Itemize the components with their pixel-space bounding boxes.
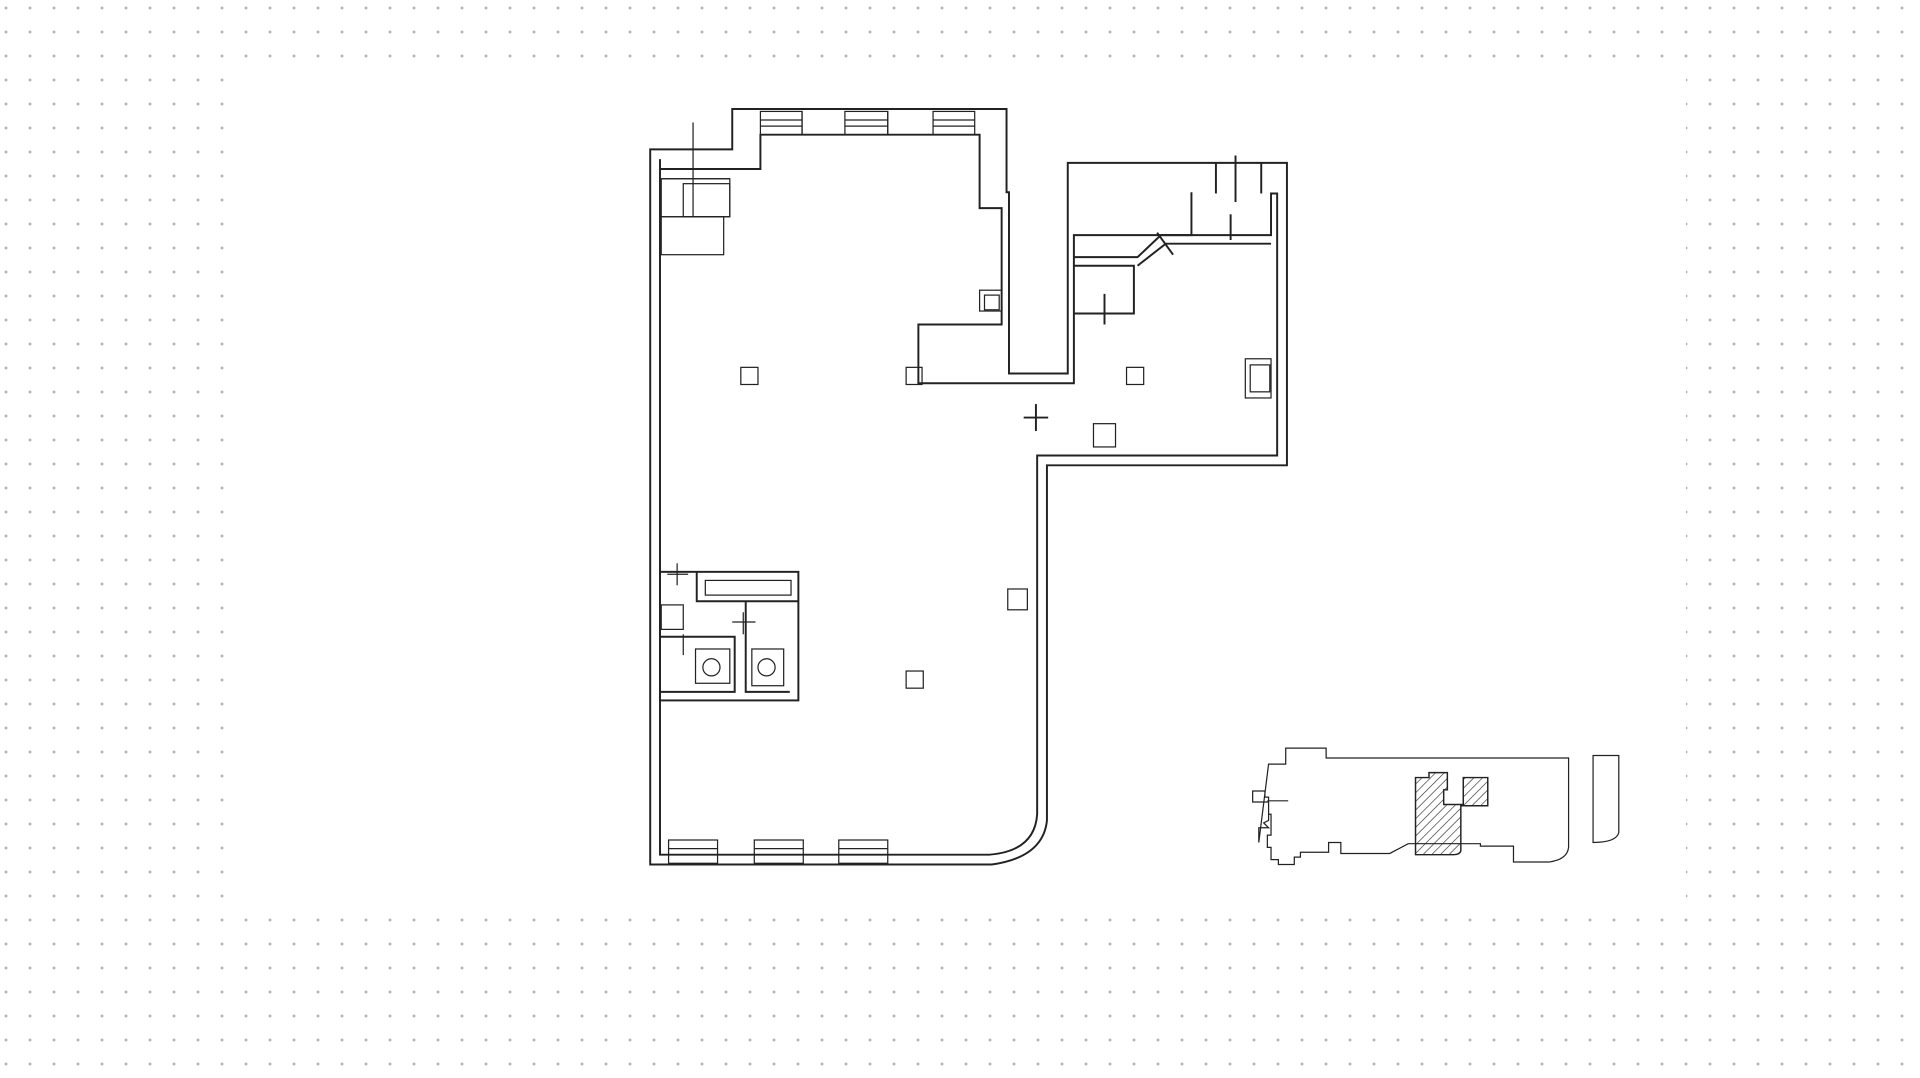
highlighted-unit <box>1414 771 1489 856</box>
key-plan <box>1252 747 1620 866</box>
top-windows <box>759 110 976 136</box>
bottom-windows <box>667 839 889 864</box>
columns <box>740 289 1272 689</box>
outer-wall <box>649 108 1288 866</box>
drawing-area <box>236 70 1686 906</box>
inner-wall <box>659 133 1279 856</box>
corner-shaft <box>660 122 731 256</box>
bathroom-block <box>659 563 800 702</box>
annex-partitions <box>1023 155 1272 432</box>
